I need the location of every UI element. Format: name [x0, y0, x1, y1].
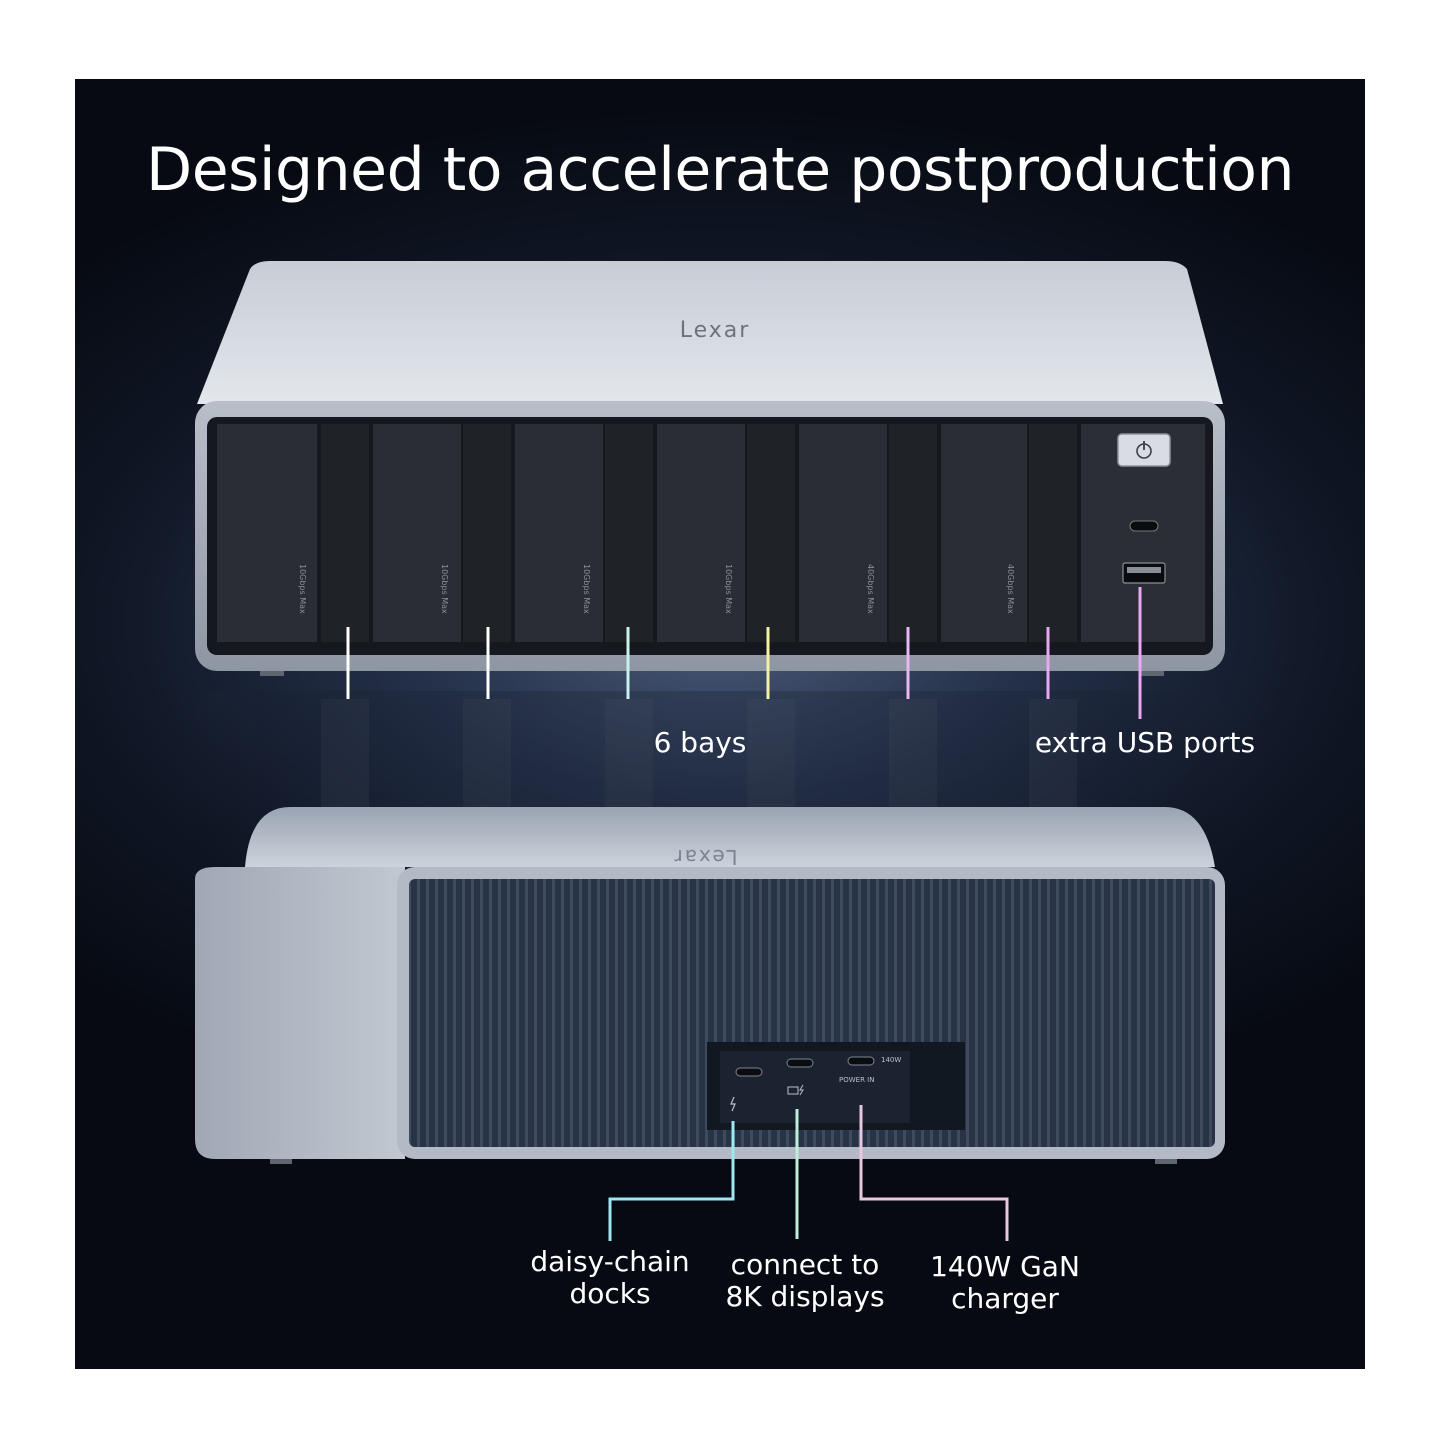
bay-label: 40Gbps Max [1006, 564, 1015, 614]
callout-charger-line-2: charger [951, 1282, 1059, 1315]
vent-grill [409, 879, 1215, 1147]
power-icon [1136, 441, 1152, 459]
bay-label: 10Gbps Max [298, 564, 307, 614]
front-logo: Lexar [679, 318, 751, 343]
callout-charger-line-1: 140W GaN [930, 1250, 1080, 1283]
lightning-icon [730, 1096, 736, 1112]
callout-bays: 6 bays [653, 726, 747, 759]
power-in-label: POWER IN [839, 1076, 875, 1084]
callout-daisy-line-2: docks [569, 1277, 651, 1310]
callout-8k-displays: connect to 8K displays [695, 1249, 915, 1313]
callout-display-line-1: connect to [730, 1248, 880, 1281]
bays-callout-lines [346, 627, 1050, 701]
callout-display-line-2: 8K displays [725, 1280, 885, 1313]
power-in-port[interactable] [847, 1056, 875, 1066]
back-unit [195, 807, 1225, 1164]
back-logo: Lexar [672, 845, 738, 869]
bay-label: 40Gbps Max [866, 564, 875, 614]
bay-label: 10Gbps Max [440, 564, 449, 614]
callout-daisy-line-1: daisy-chain [530, 1245, 690, 1278]
headline: Designed to accelerate postproduction [146, 135, 1294, 205]
thunderbolt-port-1[interactable] [735, 1067, 763, 1077]
front-reflection [195, 691, 1225, 841]
display-icon [787, 1086, 799, 1095]
wattage-label: 140W [881, 1056, 902, 1064]
thunderbolt-port-2[interactable] [786, 1058, 814, 1068]
lightning-icon-2 [799, 1084, 804, 1096]
product-image-frame: Designed to accelerate postproduction [75, 79, 1365, 1369]
front-unit [195, 261, 1225, 676]
bay-label: 10Gbps Max [582, 564, 591, 614]
callout-daisy-chain: daisy-chain docks [515, 1246, 705, 1310]
drive-bays [217, 424, 1077, 642]
callout-usb: extra USB ports [1034, 726, 1256, 759]
callout-charger: 140W GaN charger [905, 1251, 1105, 1315]
back-callout-lines [608, 1105, 1009, 1241]
usb-c-port[interactable] [1129, 520, 1159, 532]
bay-label: 10Gbps Max [724, 564, 733, 614]
product-illustration [195, 261, 1225, 1241]
